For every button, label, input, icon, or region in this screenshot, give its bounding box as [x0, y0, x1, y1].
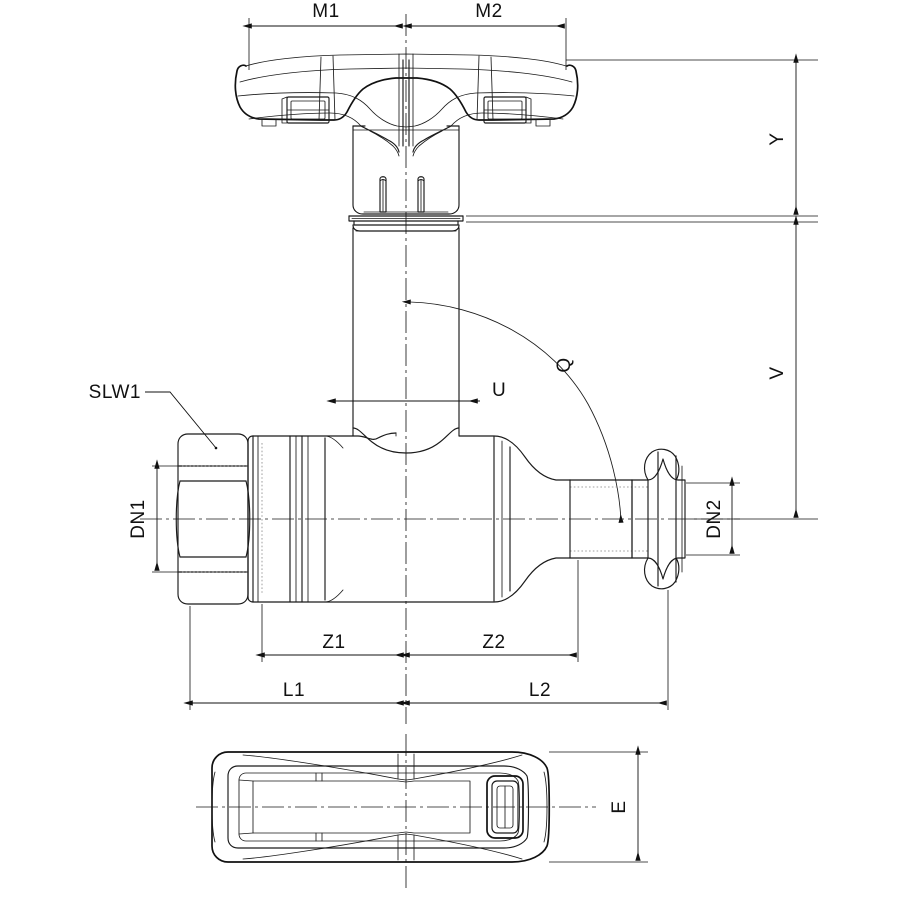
dimension-z1: Z1 [255, 604, 404, 662]
dimension-m2: M2 [402, 1, 567, 70]
dimension-v: V [466, 215, 818, 520]
dimension-e: E [549, 745, 648, 863]
dimension-label-dn1: DN1 [128, 499, 149, 539]
dimension-dn1: DN1 [128, 459, 182, 573]
dimension-label-z1: Z1 [322, 632, 345, 653]
dimension-z2: Z2 [400, 560, 579, 662]
handle-boss [352, 125, 460, 215]
dimension-label-y: Y [767, 132, 788, 145]
dimension-label-m2: M2 [475, 1, 502, 22]
dimension-u: U [326, 380, 506, 404]
dimension-y: Y [466, 53, 818, 217]
dimension-label-l2: L2 [529, 680, 551, 701]
stem-extension-neck [348, 215, 464, 429]
dimension-l1: L1 [183, 606, 404, 710]
valve-body [140, 427, 740, 605]
operating-arc-q: Q [401, 299, 624, 523]
leader-slw1: SLW1 [89, 382, 218, 450]
dimension-label-l1: L1 [283, 680, 305, 701]
stem-pin-left [379, 176, 387, 213]
handle-clip-right [483, 96, 532, 124]
dimension-label-v: V [767, 366, 788, 379]
dimension-label-slw1: SLW1 [89, 382, 141, 403]
dimension-label-e: E [609, 800, 630, 813]
handle-front-elevation [234, 53, 579, 157]
dimension-label-q: Q [554, 357, 575, 372]
dimension-l2: L2 [400, 590, 669, 710]
dimension-label-z2: Z2 [482, 632, 505, 653]
dimension-label-m1: M1 [312, 1, 339, 22]
dimension-m1: M1 [242, 1, 403, 70]
dimension-label-u: U [492, 380, 506, 401]
stem-pin-right [417, 176, 425, 213]
handle-clip-left [281, 96, 330, 124]
handle-top-view [196, 751, 596, 863]
